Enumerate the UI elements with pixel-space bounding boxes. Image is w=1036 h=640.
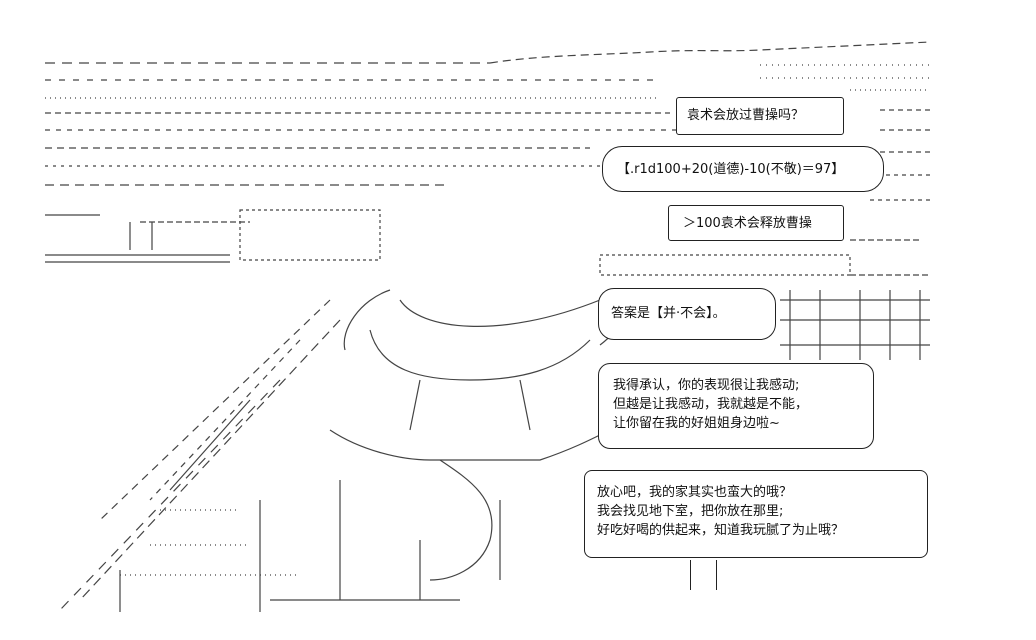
figure-shoulders (329, 429, 611, 461)
hair-strand-2 (79, 319, 341, 601)
dots-lower (120, 509, 300, 576)
answer-text: 答案是【并·不会】。 (611, 306, 726, 321)
hair-strand-1 (99, 299, 331, 521)
frame-lower-left (119, 500, 261, 612)
speech-tail-left (690, 560, 691, 590)
post-left (129, 222, 153, 250)
figure-neck (409, 379, 531, 431)
figure-hair (343, 289, 625, 351)
hair-strand-3 (149, 339, 301, 501)
speech-tail-right (716, 560, 717, 590)
hatched-band-2 (599, 254, 851, 276)
dice-roll-box: 【.r1d100+20(道德)-10(不敬)＝97】 (602, 146, 884, 192)
question-box: 袁术会放过曹操吗？ (676, 97, 844, 135)
speech-bubble-one: 我得承认，你的表现很让我感动; 但越是让我感动，我就越是不能， 让你留在我的好姐… (598, 363, 874, 449)
result-box: ＞100袁术会释放曹操 (668, 205, 844, 241)
dash-wave-1 (489, 41, 931, 64)
speech-two-line-1: 放心吧，我的家其实也蛮大的哦？ (597, 485, 793, 500)
figure-face (369, 329, 591, 381)
speech-one-line-2: 但越是让我感动，我就越是不能， (613, 397, 809, 412)
speech-two-line-2: 我会找见地下室，把你放在那里; (597, 504, 784, 519)
figure-body (339, 480, 501, 600)
result-text: ＞100袁术会释放曹操 (683, 216, 812, 231)
pillars-right (789, 290, 921, 360)
answer-bubble: 答案是【并·不会】。 (598, 288, 776, 340)
hatched-band (239, 209, 381, 261)
speech-bubble-two: 放心吧，我的家其实也蛮大的哦？ 我会找见地下室，把你放在那里; 好吃好喝的供起来… (584, 470, 928, 558)
hair-strand-5 (169, 399, 251, 491)
speech-two-line-3: 好吃好喝的供起来，知道我玩腻了为止哦？ (597, 523, 845, 538)
figure-arm (429, 459, 493, 581)
speech-one-line-3: 让你留在我的好姐姐身边啦~ (613, 416, 780, 431)
question-text: 袁术会放过曹操吗？ (687, 108, 805, 123)
pillars-right-bars (780, 299, 930, 346)
speech-one-line-1: 我得承认，你的表现很让我感动; (613, 378, 800, 393)
dice-roll-text: 【.r1d100+20(道德)-10(不敬)＝97】 (617, 162, 845, 177)
